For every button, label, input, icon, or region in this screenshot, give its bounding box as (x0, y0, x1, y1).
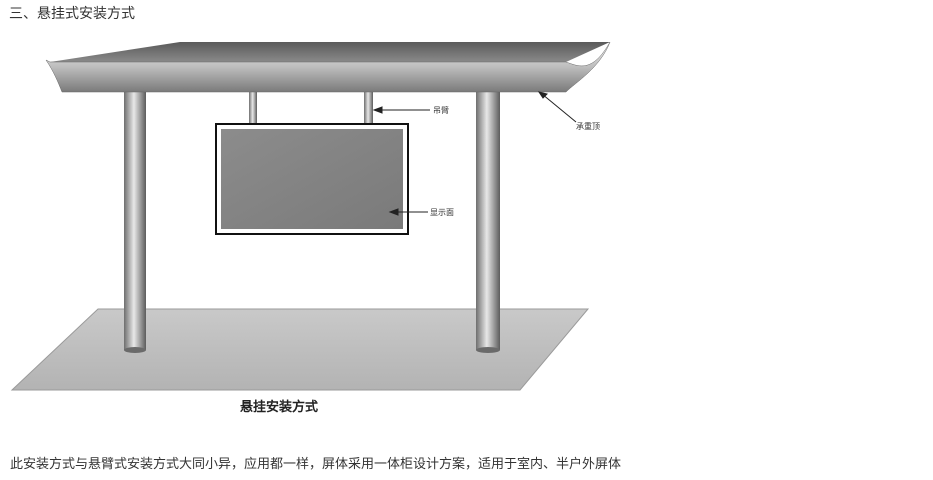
left-pillar (124, 90, 146, 353)
figure-caption: 悬挂安装方式 (240, 399, 318, 415)
right-hanger-rod (364, 90, 373, 126)
description-text: 此安装方式与悬臂式安装方式大同小异，应用都一样，屏体采用一体柜设计方案，适用于室… (10, 457, 622, 472)
right-pillar (476, 90, 500, 353)
ground-slab (10, 308, 590, 391)
hanger-rod-label: 吊臂 (433, 105, 449, 115)
roof (45, 41, 611, 93)
label-arrows (372, 91, 577, 216)
section-heading: 三、悬挂式安装方式 (9, 6, 135, 22)
display-screen (215, 123, 409, 235)
load-roof-label: 承重顶 (576, 121, 600, 131)
installation-diagram: 吊臂 承重顶 显示面 悬挂安装方式 (10, 28, 612, 423)
left-hanger-rod (249, 90, 257, 126)
display-screen-label: 显示面 (430, 208, 454, 217)
